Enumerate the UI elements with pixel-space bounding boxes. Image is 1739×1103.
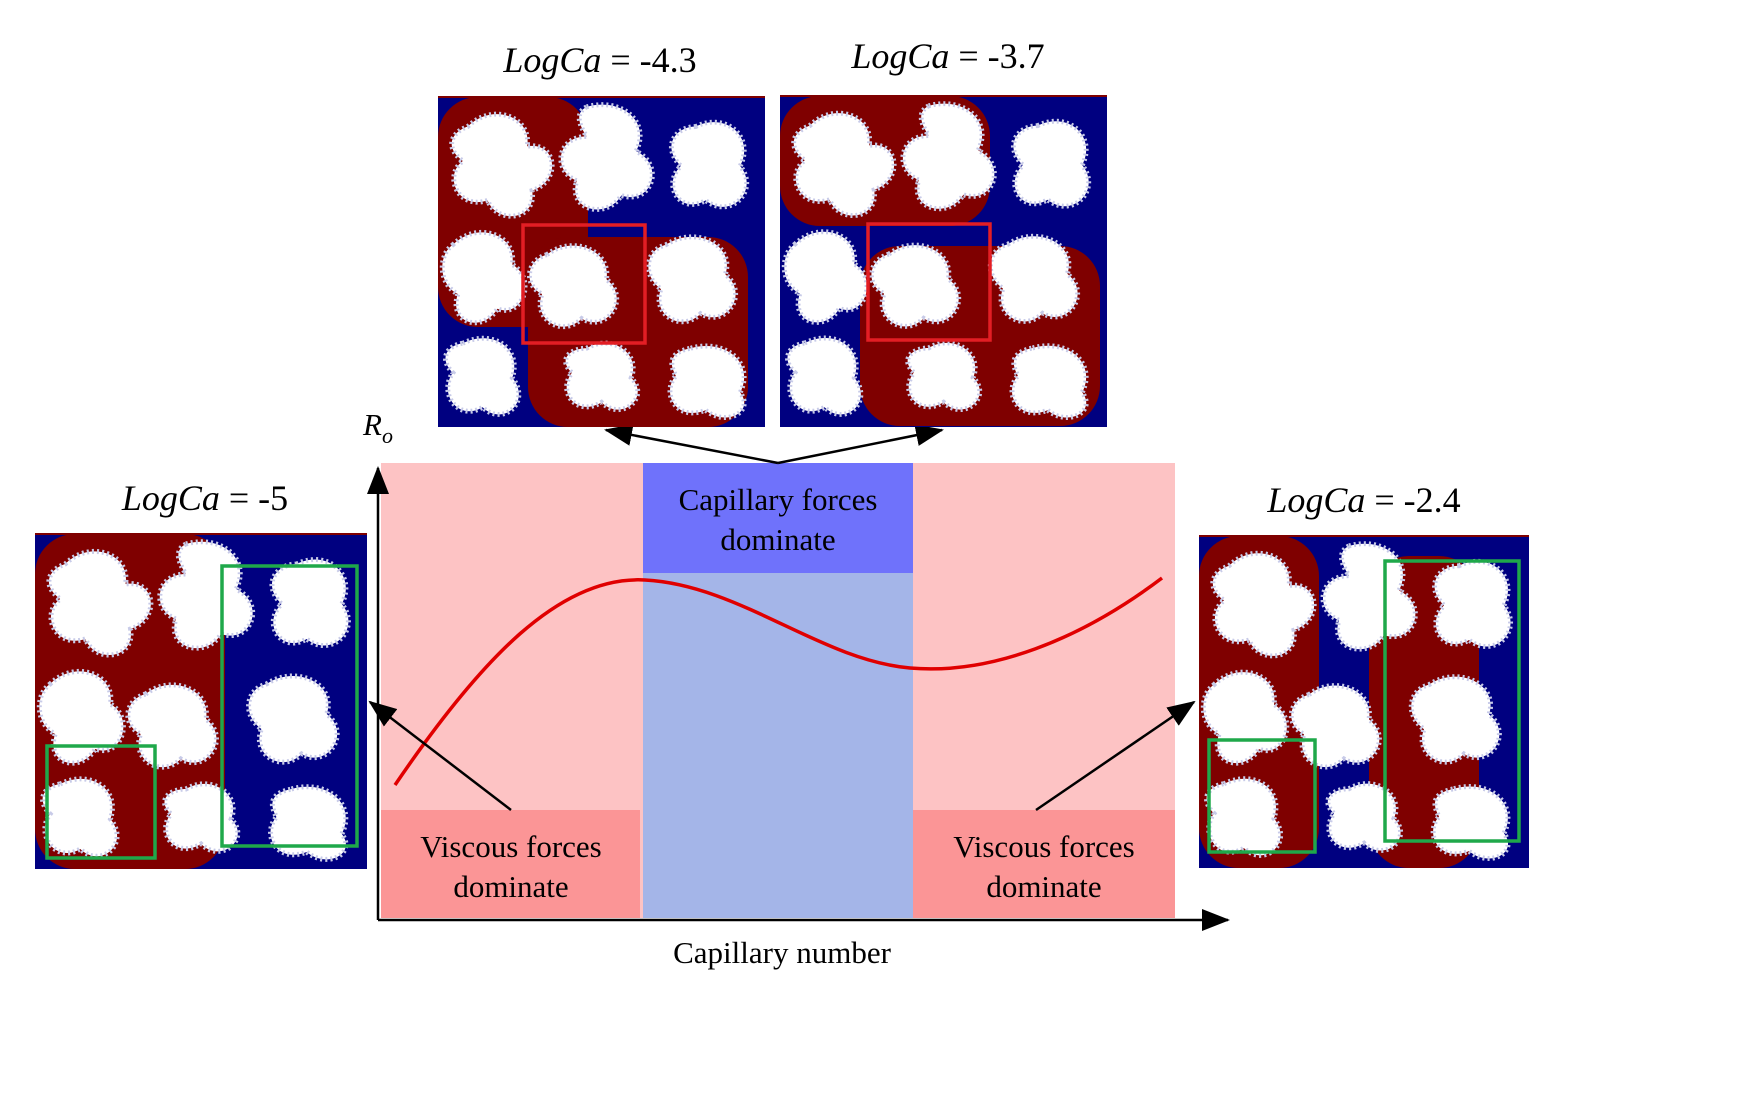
- solid-grains: [784, 104, 1088, 418]
- panel-title-b: LogCa = -4.3: [502, 40, 696, 80]
- arrow-to-panel-c: [777, 424, 944, 465]
- viscous-left-label-line1: Viscous forces: [420, 829, 602, 864]
- panel-title-c: LogCa = -3.7: [850, 36, 1044, 76]
- solid-grains: [39, 542, 348, 860]
- pore-image-d: [1199, 535, 1529, 868]
- pore-image-a: [35, 533, 367, 869]
- viscous-label-box-left: [381, 810, 640, 918]
- viscous-left-label-line2: dominate: [453, 869, 568, 904]
- viscous-right-label-line1: Viscous forces: [953, 829, 1135, 864]
- highlight-box: [1207, 738, 1317, 854]
- x-axis-label: Capillary number: [673, 935, 891, 970]
- pore-image-b: [438, 96, 765, 427]
- panel-title-a: LogCa = -5: [121, 478, 288, 518]
- highlight-box: [45, 744, 157, 860]
- solid-grains: [442, 105, 746, 418]
- viscous-label-box-right: [913, 810, 1175, 918]
- arrow-to-panel-d: [1035, 700, 1196, 812]
- micrograph-panel-a: LogCa = -5: [35, 478, 367, 869]
- panel-title-d: LogCa = -2.4: [1266, 480, 1460, 520]
- micrograph-panel-b: LogCa = -4.3: [438, 40, 765, 427]
- pore-image-c: [780, 95, 1107, 427]
- highlight-box: [1383, 559, 1521, 843]
- highlight-box: [866, 222, 992, 342]
- micrograph-panels: LogCa = -5 LogCa = -4.3 LogCa = -3.7LogCa …: [35, 36, 1529, 869]
- capillary-label-box: [643, 463, 913, 573]
- connector-arrows: [368, 424, 1196, 812]
- capillary-label-line1: Capillary forces: [679, 482, 878, 517]
- viscous-right-label-line2: dominate: [986, 869, 1101, 904]
- regime-plot: Capillary forces dominate Viscous forces…: [362, 407, 1230, 970]
- arrow-to-panel-b: [604, 424, 779, 465]
- arrow-to-panel-a: [368, 700, 512, 811]
- highlight-box: [521, 223, 647, 345]
- ro-trend-curve: [393, 576, 1164, 786]
- capillary-label-line2: dominate: [720, 522, 835, 557]
- micrograph-panel-c: LogCa = -3.7: [780, 36, 1107, 427]
- micrograph-panel-d: LogCa = -2.4: [1199, 480, 1529, 868]
- solid-grains: [1203, 544, 1510, 859]
- y-axis-label: Ro: [362, 407, 393, 448]
- highlight-box: [220, 564, 359, 848]
